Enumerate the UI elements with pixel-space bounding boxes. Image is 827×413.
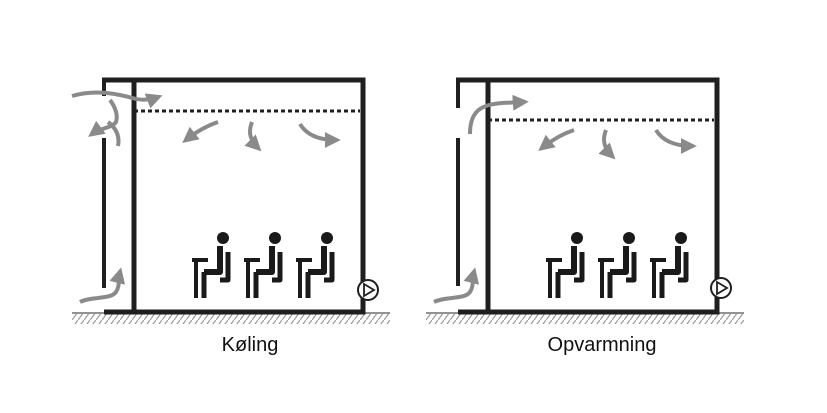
supply-arrow-up [468,94,529,135]
intake-arrow-top [71,90,163,109]
fan-icon [710,277,732,299]
bottom-intake-arrow [433,267,480,304]
room-airflow-arrow-1 [182,120,219,143]
room-airflow-arrow-2 [244,121,262,152]
intake-arrow-down [88,98,119,137]
bottom-intake-arrow [79,267,126,304]
seated-person [650,232,687,298]
room-airflow-arrow-2 [598,129,616,160]
ground-hatch [426,314,744,324]
fan-icon [357,279,379,301]
room-airflow-arrow-3 [654,128,697,154]
seated-person [192,232,229,298]
ground-hatch [72,314,390,324]
room-airflow-arrow-3 [298,122,341,148]
intake-arrow-up [106,120,121,147]
seated-person [244,232,281,298]
room-airflow-arrow-1 [538,128,575,151]
heating-panel [426,77,744,324]
seated-person [598,232,635,298]
seated-person [546,232,583,298]
cooling-caption: Køling [221,334,279,356]
cooling-panel [71,77,390,324]
seated-person [296,232,333,298]
heating-caption: Opvarmning [547,334,657,356]
